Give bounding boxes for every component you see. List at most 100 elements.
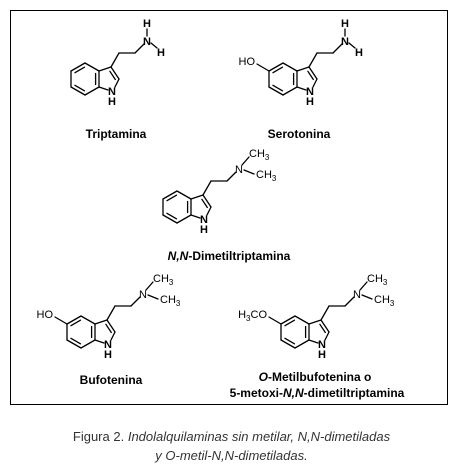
pyrrole-bond <box>296 66 310 72</box>
double-bond-inner <box>105 323 112 334</box>
pyrrole-bond <box>308 66 318 80</box>
pyrrole-bond <box>206 206 212 216</box>
benzene-bond <box>70 86 86 96</box>
pyrrole-bond <box>320 319 330 333</box>
pyrrole-bond <box>110 331 116 341</box>
methyl-label-2: CH3 <box>256 169 277 183</box>
benzene-bond <box>268 62 284 72</box>
pyrrole-bond <box>190 214 201 219</box>
double-bond-inner <box>70 337 82 345</box>
pyrrole-bond <box>94 319 108 325</box>
n-methyl-bond <box>243 169 255 175</box>
name-part: Bufotenina <box>80 373 143 387</box>
pyrrole-bond <box>202 194 212 208</box>
benzene-bond <box>176 190 192 200</box>
side-chain-bond <box>106 305 116 321</box>
methyl-label-1: CH3 <box>153 273 174 287</box>
benzene-bond <box>282 62 298 72</box>
n-methyl-bond <box>241 156 250 166</box>
name-part: Triptamina <box>86 127 147 141</box>
benzene-bond <box>294 315 310 325</box>
benzene-bond <box>162 190 178 200</box>
name-part: Serotonina <box>268 127 331 141</box>
methyl-label-2: CH3 <box>374 294 395 308</box>
amine-n-label: N <box>235 164 243 176</box>
double-bond-inner <box>284 337 296 345</box>
caption-line-2: y O-metil-N,N-dimetiladas. <box>155 448 308 463</box>
caption-label: Figura 2. <box>72 429 125 444</box>
amine-n-label: N <box>353 289 361 301</box>
name-part: N,N <box>168 249 189 263</box>
name-part: N,N <box>283 386 304 400</box>
amine-h-label: H <box>341 18 349 30</box>
pyrrole-bond <box>312 78 318 88</box>
ring-n-label: N <box>108 86 116 98</box>
name-part: -Dimetiltriptamina <box>188 249 290 263</box>
side-chain-bond <box>110 52 120 68</box>
pyrrole-bond <box>296 86 307 91</box>
molecule-name-metilbufotenina-line2: 5-metoxi-N,N-dimetiltriptamina <box>230 386 405 400</box>
amine-h-label: H <box>143 18 151 30</box>
double-bond-inner <box>284 319 296 327</box>
pyrrole-bond <box>110 66 120 80</box>
ring-h-label: H <box>318 349 326 361</box>
caption-text-1: Indolalquilaminas sin metilar, N,N-dimet… <box>127 429 391 444</box>
n-h-bond <box>150 42 158 49</box>
ring-n-label: N <box>104 339 112 351</box>
double-bond-inner <box>70 319 82 327</box>
benzene-bond <box>80 315 96 325</box>
n-methyl-bond <box>361 294 373 300</box>
side-chain-bond <box>344 296 355 307</box>
benzene-bond <box>80 339 96 349</box>
ring-h-label: H <box>108 96 116 108</box>
pyrrole-bond <box>94 339 105 344</box>
benzene-bond <box>176 214 192 224</box>
pyrrole-bond <box>98 86 109 91</box>
molecule-name-metilbufotenina-line1: O-Metilbufotenina o <box>259 370 372 384</box>
benzene-bond <box>268 86 284 96</box>
side-chain-bond <box>308 52 318 68</box>
amine-h-label: H <box>355 47 363 59</box>
name-part: 5-metoxi- <box>230 386 283 400</box>
double-bond-inner <box>74 66 86 74</box>
amine-h-label: H <box>157 47 165 59</box>
methyl-label-1: CH3 <box>249 148 270 162</box>
side-chain-bond <box>320 305 330 321</box>
side-chain-bond <box>130 296 141 307</box>
pyrrole-bond <box>308 339 319 344</box>
molecule-name-bufotenina: Bufotenina <box>80 373 143 387</box>
n-h-bond <box>348 42 356 49</box>
double-bond-inner <box>319 323 326 334</box>
benzene-bond <box>84 62 100 72</box>
pyrrole-bond <box>114 78 120 88</box>
benzene-bond <box>66 315 82 325</box>
benzene-bond <box>294 339 310 349</box>
double-bond-inner <box>201 198 208 209</box>
pyrrole-bond <box>106 319 116 333</box>
ring-n-label: N <box>306 86 314 98</box>
ring-n-label: N <box>318 339 326 351</box>
n-methyl-bond <box>147 294 159 300</box>
substituent-bond <box>54 316 68 325</box>
amine-n-label: N <box>139 289 147 301</box>
benzene-bond <box>70 62 86 72</box>
pyrrole-bond <box>308 319 322 325</box>
name-part: O <box>259 370 269 384</box>
benzene-bond <box>280 339 296 349</box>
substituent-label: HO <box>37 309 54 321</box>
name-part: -Metilbufotenina o <box>268 370 371 384</box>
side-chain-bond <box>332 43 343 54</box>
molecule-name-dmt: N,N-Dimetiltriptamina <box>168 249 291 263</box>
pyrrole-bond <box>98 66 112 72</box>
n-methyl-bond <box>145 281 154 291</box>
substituent-label: H3CO <box>238 309 267 323</box>
substituent-bond <box>268 316 282 325</box>
caption-line-1: Figura 2. Indolalquilaminas sin metilar,… <box>0 427 463 446</box>
side-chain-bond <box>134 43 145 54</box>
ring-h-label: H <box>200 224 208 236</box>
figure-caption: Figura 2. Indolalquilaminas sin metilar,… <box>0 427 463 465</box>
